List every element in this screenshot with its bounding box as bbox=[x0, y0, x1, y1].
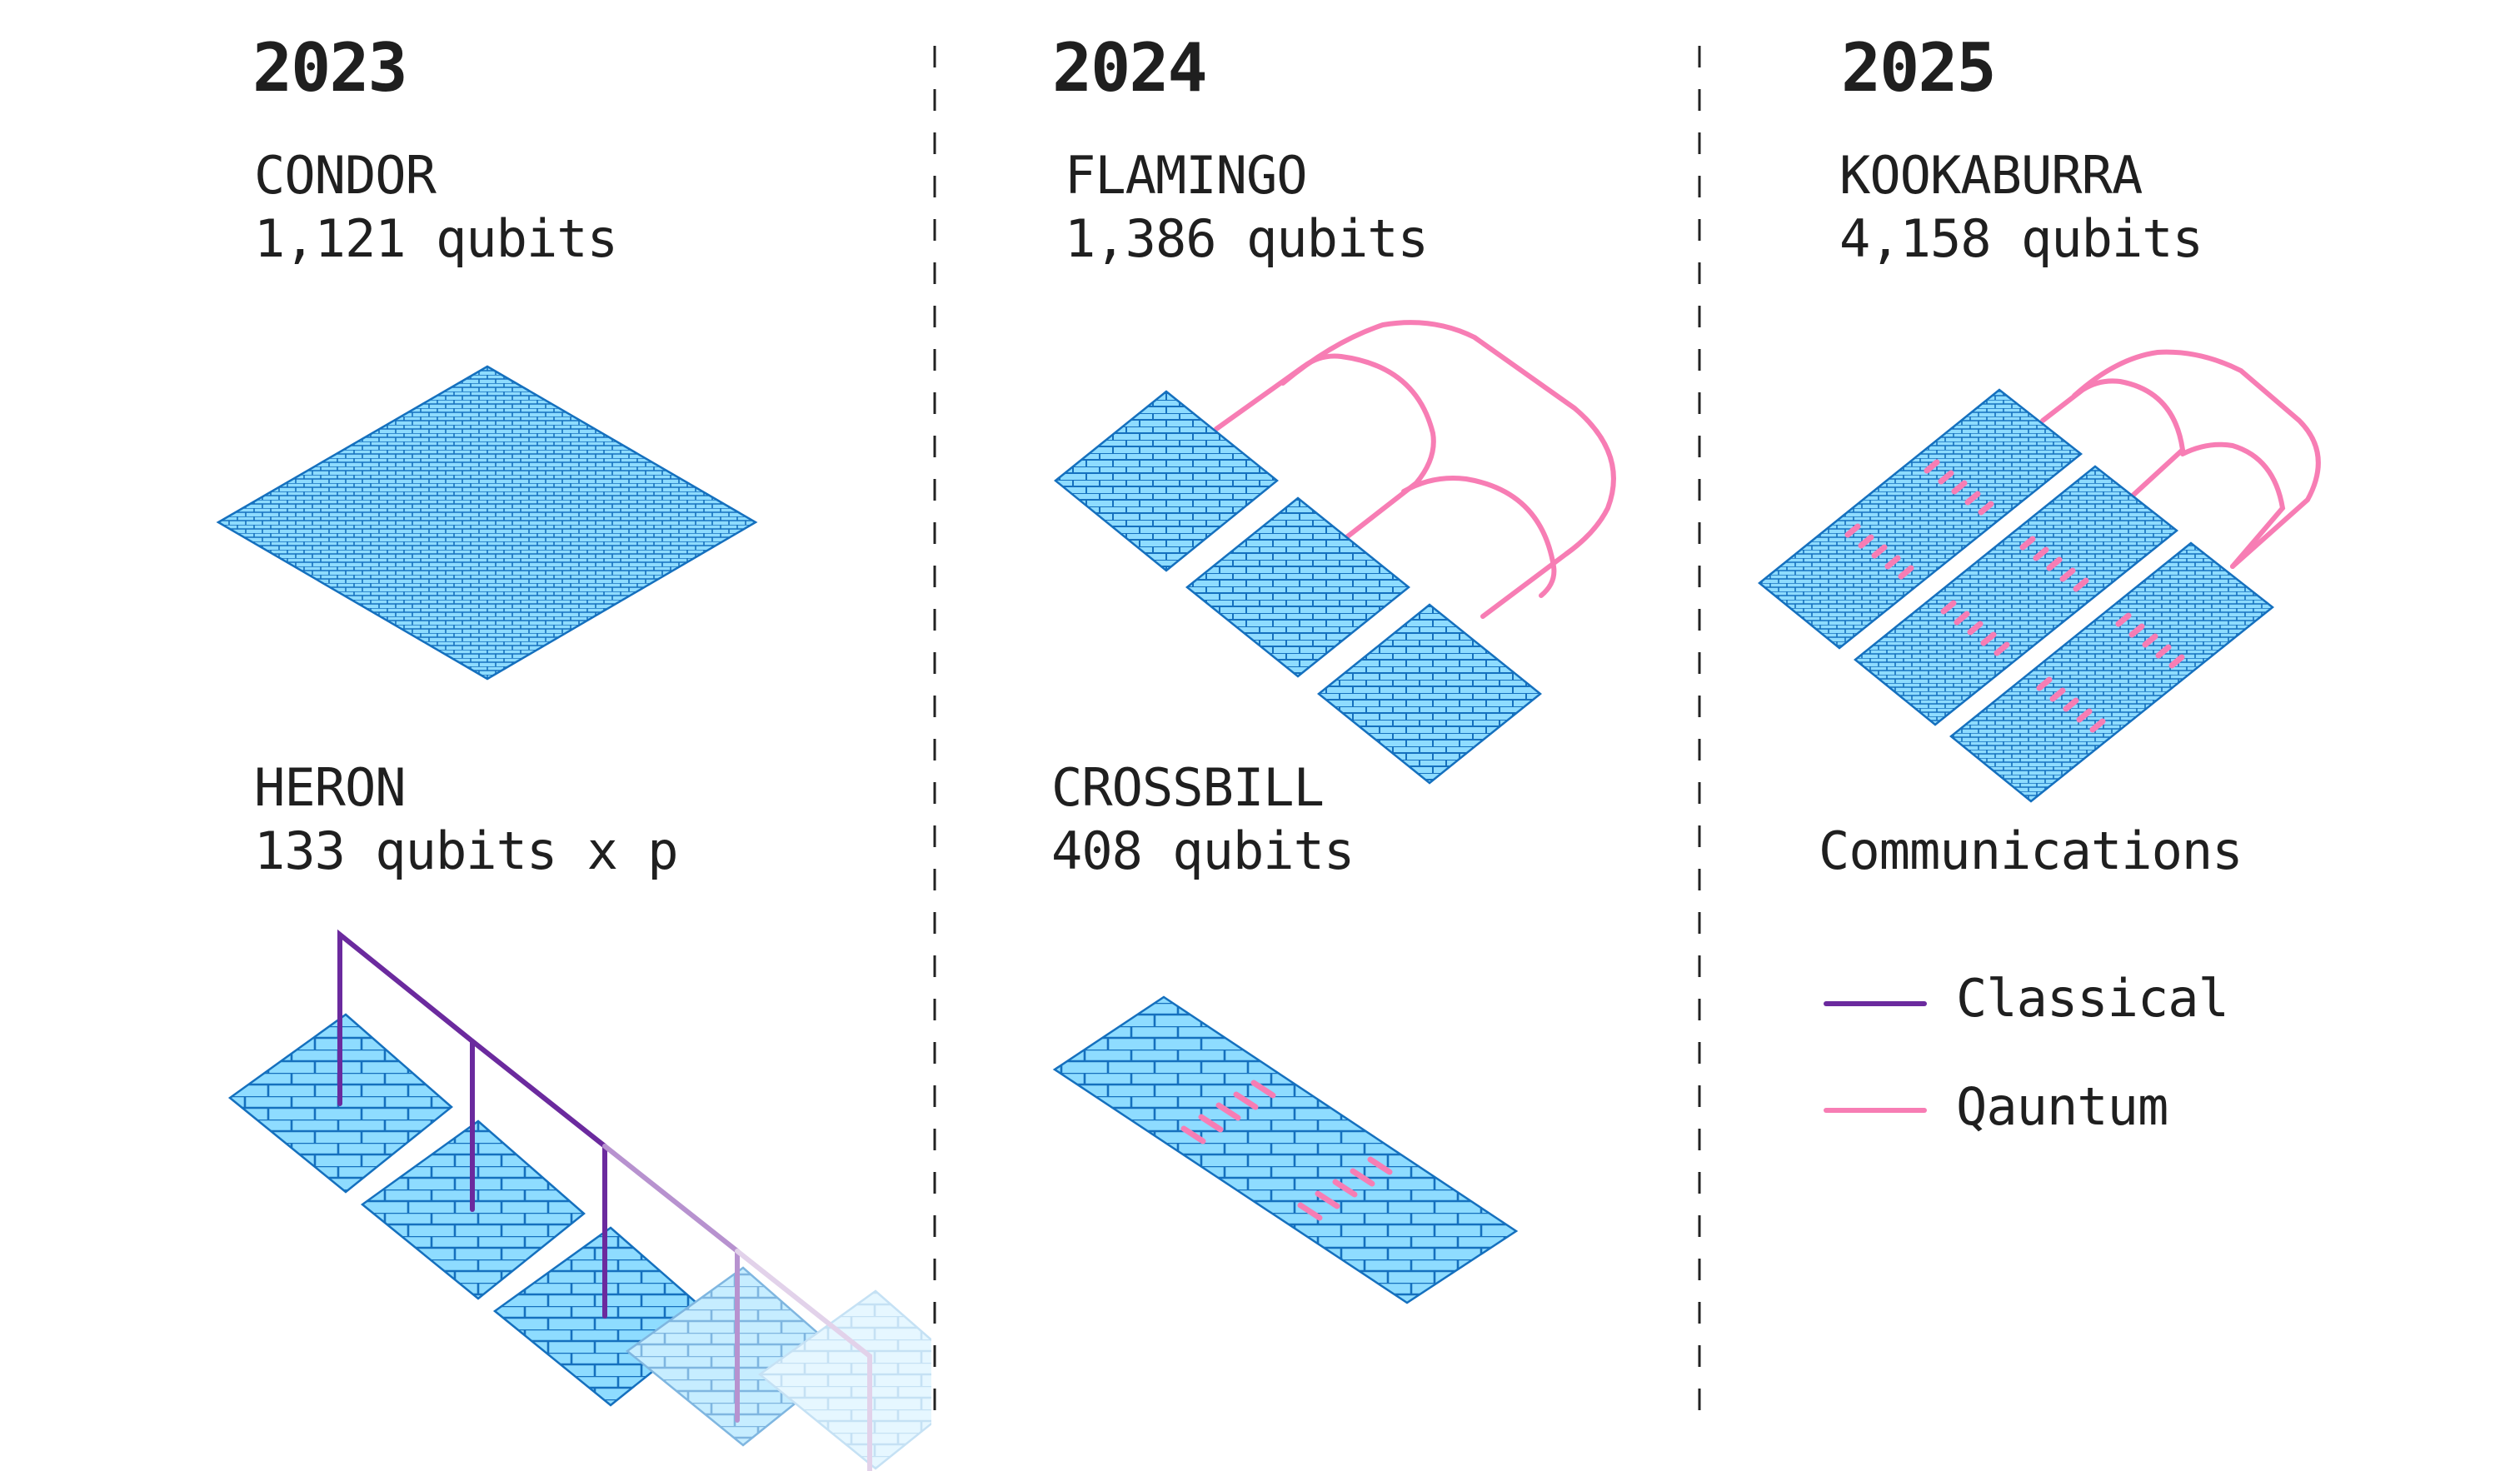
flamingo-name: FLAMINGO bbox=[1065, 145, 1308, 206]
heron-qubits: 133 qubits x p bbox=[254, 820, 679, 881]
legend-classical-label: Classical bbox=[1956, 968, 2229, 1029]
condor-chip bbox=[216, 365, 758, 681]
condor-qubits: 1,121 qubits bbox=[254, 208, 618, 269]
year-2023-heading: 2023 bbox=[252, 29, 408, 107]
flamingo-chips bbox=[1054, 390, 1542, 785]
kookaburra-chips bbox=[1758, 388, 2275, 803]
crossbill-name: CROSSBILL bbox=[1051, 757, 1325, 818]
kookaburra-chip-3 bbox=[1949, 541, 2275, 803]
legend-title: Communications bbox=[1819, 820, 2243, 881]
flamingo-chip-1 bbox=[1054, 390, 1279, 572]
kookaburra-qubits: 4,158 qubits bbox=[1839, 208, 2203, 269]
kookaburra-chip-2 bbox=[1854, 465, 2179, 726]
year-2025-heading: 2025 bbox=[1841, 29, 1997, 107]
kookaburra-quantum-links bbox=[2040, 349, 2321, 569]
heron-classical-links bbox=[337, 929, 872, 1471]
kookaburra-chip-1 bbox=[1758, 388, 2083, 650]
flamingo-qubits: 1,386 qubits bbox=[1065, 208, 1429, 269]
heron-name: HERON bbox=[254, 757, 407, 818]
crossbill-qubits: 408 qubits bbox=[1051, 820, 1355, 881]
kookaburra-name: KOOKABURRA bbox=[1839, 145, 2143, 206]
heron-chip-5 bbox=[757, 1289, 931, 1470]
flamingo-quantum-links bbox=[1214, 320, 1616, 619]
flamingo-chip-3 bbox=[1317, 603, 1542, 785]
crossbill-chip bbox=[1052, 995, 1519, 1304]
legend-quantum-label: Qauntum bbox=[1956, 1076, 2168, 1137]
kookaburra-couplers bbox=[1844, 459, 2185, 733]
condor-name: CONDOR bbox=[254, 145, 437, 206]
crossbill-couplers bbox=[1180, 1080, 1393, 1221]
year-2024-heading: 2024 bbox=[1052, 29, 1208, 107]
flamingo-chip-2 bbox=[1185, 496, 1410, 678]
